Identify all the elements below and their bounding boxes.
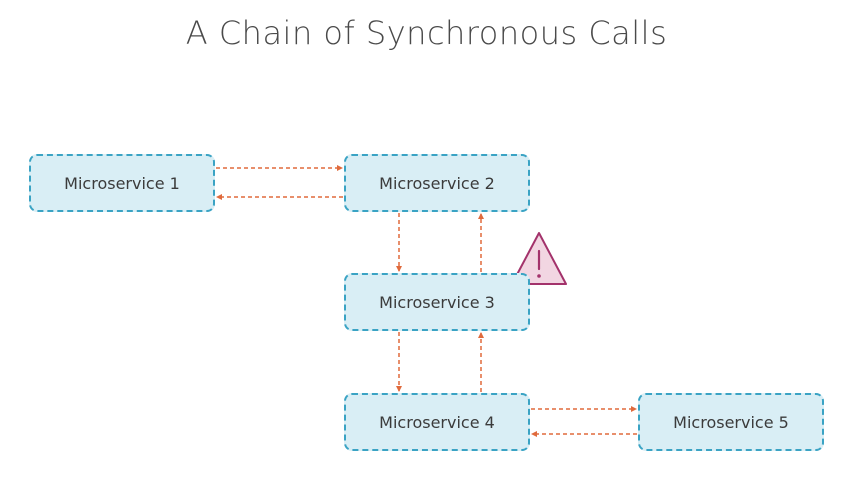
node-microservice-1: Microservice 1 xyxy=(29,154,215,212)
node-microservice-5: Microservice 5 xyxy=(638,393,824,451)
node-microservice-3: Microservice 3 xyxy=(344,273,530,331)
node-microservice-4: Microservice 4 xyxy=(344,393,530,451)
node-microservice-2: Microservice 2 xyxy=(344,154,530,212)
warning-triangle-icon xyxy=(511,232,567,285)
diagram-title: A Chain of Synchronous Calls xyxy=(185,14,668,52)
